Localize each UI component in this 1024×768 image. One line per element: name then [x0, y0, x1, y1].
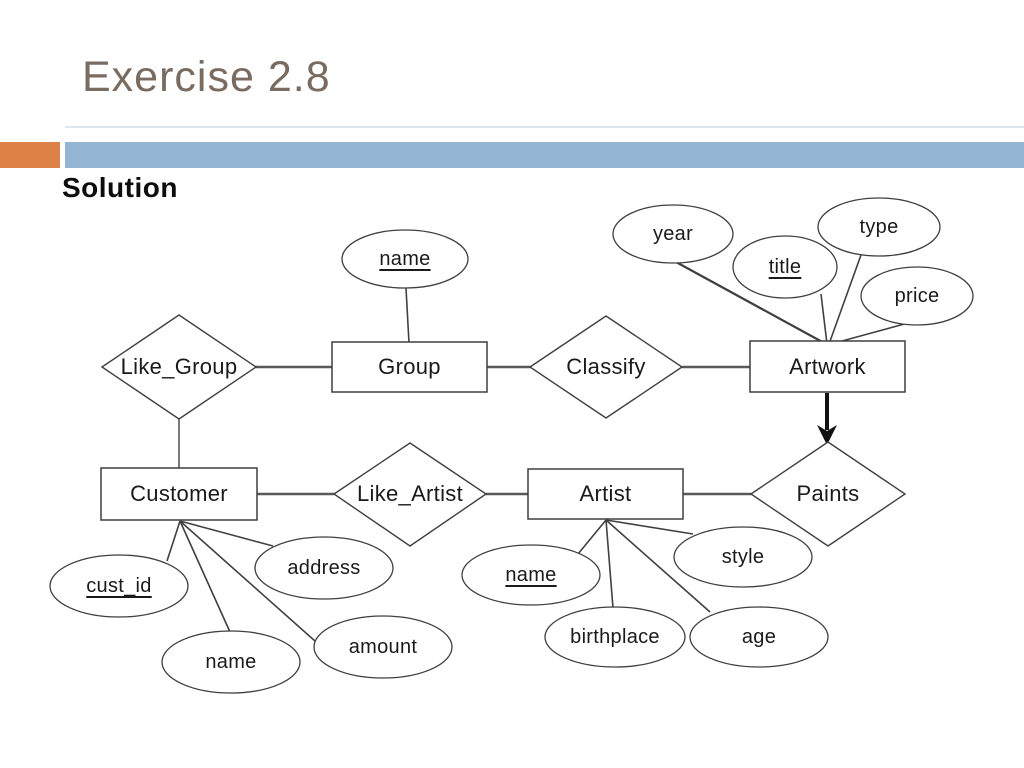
- attribute-cust-id-label: cust_id: [86, 574, 152, 597]
- attribute-customer-name-shape: [161, 630, 301, 694]
- entity-group-label: Group: [378, 354, 441, 379]
- attribute-age-label: age: [741, 625, 777, 648]
- relationship-like-artist-label: Like_Artist: [356, 481, 463, 506]
- connector-customer-name: [179, 520, 231, 633]
- attribute-year-label: year: [652, 222, 694, 245]
- attribute-year-shape: [612, 204, 734, 264]
- entity-artist-label: Artist: [579, 481, 632, 506]
- attribute-style-shape: [673, 526, 813, 588]
- connector-name-group: [405, 287, 410, 344]
- attribute-amount-shape: [313, 615, 453, 679]
- attribute-address-shape: [254, 536, 394, 600]
- connector-artist-style: [605, 519, 694, 535]
- attribute-price-shape: [860, 266, 974, 326]
- relationship-classify-label: Classify: [566, 354, 646, 379]
- connector-customer-address: [179, 520, 274, 547]
- entity-customer-label: Customer: [130, 481, 228, 506]
- attribute-group-name-shape: [341, 229, 469, 289]
- attribute-artist-name-label: name: [505, 563, 557, 586]
- entity-artist-shape: [527, 468, 684, 520]
- relationship-paints-label: Paints: [796, 481, 860, 506]
- relationship-classify-shape: [528, 315, 684, 419]
- attribute-price-label: price: [894, 284, 940, 307]
- attribute-title-label: title: [768, 255, 802, 278]
- attribute-group-name-label: name: [379, 247, 431, 270]
- attribute-amount-label: amount: [348, 635, 418, 658]
- attribute-title-shape: [732, 235, 838, 299]
- title-underline-rule: [65, 126, 1024, 128]
- entity-group-shape: [331, 341, 488, 393]
- connector-customer-amount: [179, 520, 316, 642]
- attribute-customer-name-label: name: [205, 650, 257, 673]
- artwork-paints-arrowhead-icon: [817, 425, 837, 445]
- slide-title: Exercise 2.8: [82, 53, 331, 101]
- attribute-style-label: style: [721, 545, 765, 568]
- relationship-paints-shape: [749, 441, 907, 547]
- connector-customer-custid: [166, 520, 181, 562]
- attribute-birthplace-label: birthplace: [570, 625, 660, 648]
- relationship-like-group-label: Like_Group: [120, 354, 238, 379]
- slide-subtitle: Solution: [62, 172, 178, 203]
- attribute-address-label: address: [287, 556, 361, 579]
- attribute-birthplace-shape: [544, 606, 686, 668]
- attribute-cust-id-shape: [49, 554, 189, 618]
- connector-artist-birthplace: [605, 519, 614, 609]
- connector-year-artwork: [675, 261, 827, 345]
- accent-bar-blue: [65, 142, 1024, 168]
- connector-artist-name: [577, 519, 607, 555]
- attribute-type-shape: [817, 197, 941, 257]
- attribute-artist-name-shape: [461, 544, 601, 606]
- relationship-like-artist-shape: [332, 442, 488, 547]
- accent-bar-orange: [0, 142, 60, 168]
- attribute-type-label: type: [859, 215, 899, 238]
- connector-artist-age: [605, 519, 711, 613]
- attribute-age-shape: [689, 606, 829, 668]
- entity-customer-shape: [100, 467, 258, 521]
- connector-type-artwork: [828, 254, 862, 345]
- relationship-like-group-shape: [100, 314, 258, 420]
- entity-artwork-shape: [749, 340, 906, 393]
- entity-artwork-label: Artwork: [789, 353, 866, 379]
- connector-title-artwork: [820, 293, 828, 345]
